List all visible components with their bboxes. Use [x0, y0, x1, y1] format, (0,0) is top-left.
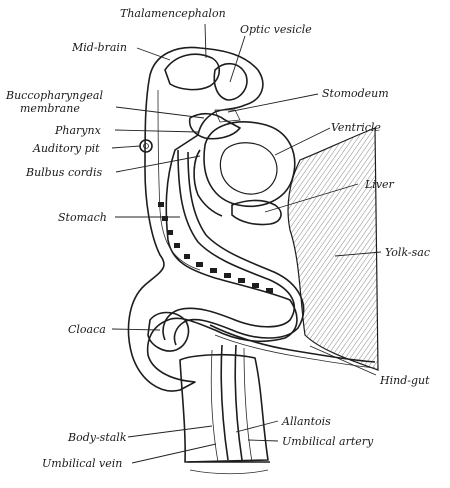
label-hind-gut: Hind-gut [379, 374, 430, 387]
mid-brain-shape [164, 53, 221, 91]
cloaca-shape [147, 311, 190, 352]
label-bulbus-cordis: Bulbus cordis [25, 166, 103, 179]
bulbus-cordis-shape [193, 149, 223, 217]
auditory-pit-shape [139, 139, 153, 153]
hind-gut-shape [209, 324, 376, 363]
label-pharynx: Pharynx [54, 124, 102, 137]
label-umbilical-artery: Umbilical artery [282, 435, 374, 448]
liver-shape [231, 199, 282, 226]
neural-tube [157, 89, 201, 271]
label-liver: Liver [364, 178, 395, 191]
body-stalk-shape [179, 353, 269, 463]
label-membrane: membrane [20, 102, 80, 115]
label-mid-brain: Mid-brain [71, 41, 127, 54]
body-outline [127, 46, 298, 392]
label-body-stalk: Body-stalk [67, 431, 127, 444]
label-optic-vesicle: Optic vesicle [240, 23, 312, 36]
label-stomach: Stomach [58, 211, 107, 224]
optic-vesicle-shape [213, 62, 248, 101]
label-ventricle: Ventricle [331, 121, 381, 134]
label-umbilical-vein: Umbilical vein [42, 457, 122, 470]
leader-lines [111, 23, 382, 464]
gut-tube [162, 149, 295, 341]
stomodeum-shape [214, 109, 241, 123]
label-buccopharyngeal: Buccopharyngeal [5, 89, 103, 102]
allantois-shape [220, 344, 243, 461]
label-yolk-sac: Yolk-sac [385, 246, 430, 259]
umbilical-artery-shape [243, 347, 253, 463]
label-allantois: Allantois [281, 415, 331, 428]
label-cloaca: Cloaca [68, 323, 106, 336]
umbilical-vein-shape [210, 349, 219, 463]
pharynx-shape [188, 112, 241, 140]
label-stomodeum: Stomodeum [322, 87, 389, 100]
somites [158, 202, 273, 293]
label-thalamencephalon: Thalamencephalon [120, 7, 226, 20]
label-auditory-pit: Auditory pit [32, 142, 100, 155]
yolk-sac-shape [287, 127, 379, 371]
ventricle-shape [203, 121, 296, 207]
